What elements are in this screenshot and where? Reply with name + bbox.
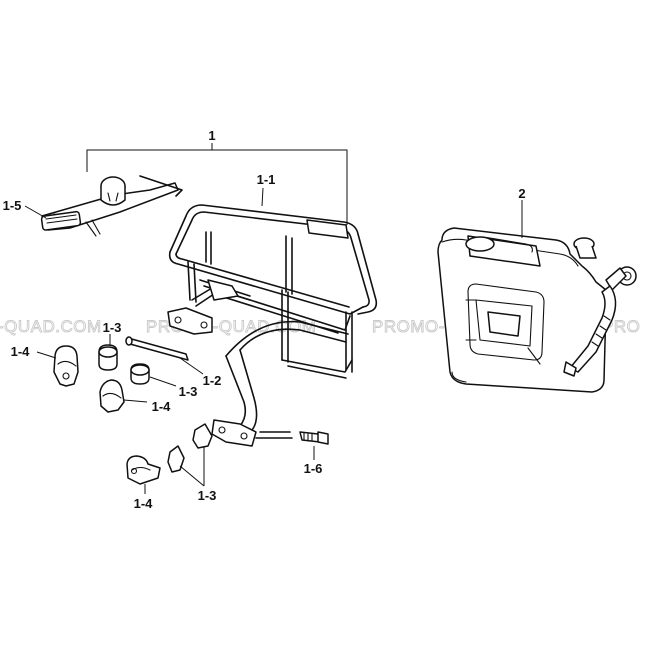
callout-1-4-lower: 1-4 (134, 496, 154, 511)
clamp-parts (53, 345, 161, 485)
bar-part (125, 336, 189, 361)
callout-1-4-middle: 1-4 (152, 399, 172, 414)
jerrycan-part (437, 227, 637, 393)
callout-1-1: 1-1 (257, 172, 276, 187)
rack-part (167, 204, 378, 447)
leader-lines (24, 187, 523, 494)
callout-1-4-left: 1-4 (11, 344, 31, 359)
holder-part (40, 175, 183, 237)
watermark-text-1: -QUAD.COM (0, 317, 102, 336)
callout-1-3-upper: 1-3 (103, 320, 122, 335)
callout-1-3-lower: 1-3 (198, 488, 217, 503)
bolt-part (299, 431, 329, 445)
assembly-bracket (86, 143, 348, 225)
callout-1-2: 1-2 (203, 373, 222, 388)
callout-1-5: 1-5 (3, 198, 22, 213)
collar-parts (98, 344, 213, 473)
callout-1-6: 1-6 (304, 461, 323, 476)
callout-1-3-middle: 1-3 (179, 384, 198, 399)
callouts: 1 1-1 1-5 2 1-3 1-4 1-2 1-3 1-4 1-6 1-3 … (3, 128, 526, 511)
callout-2: 2 (518, 186, 525, 201)
callout-1: 1 (208, 128, 215, 143)
